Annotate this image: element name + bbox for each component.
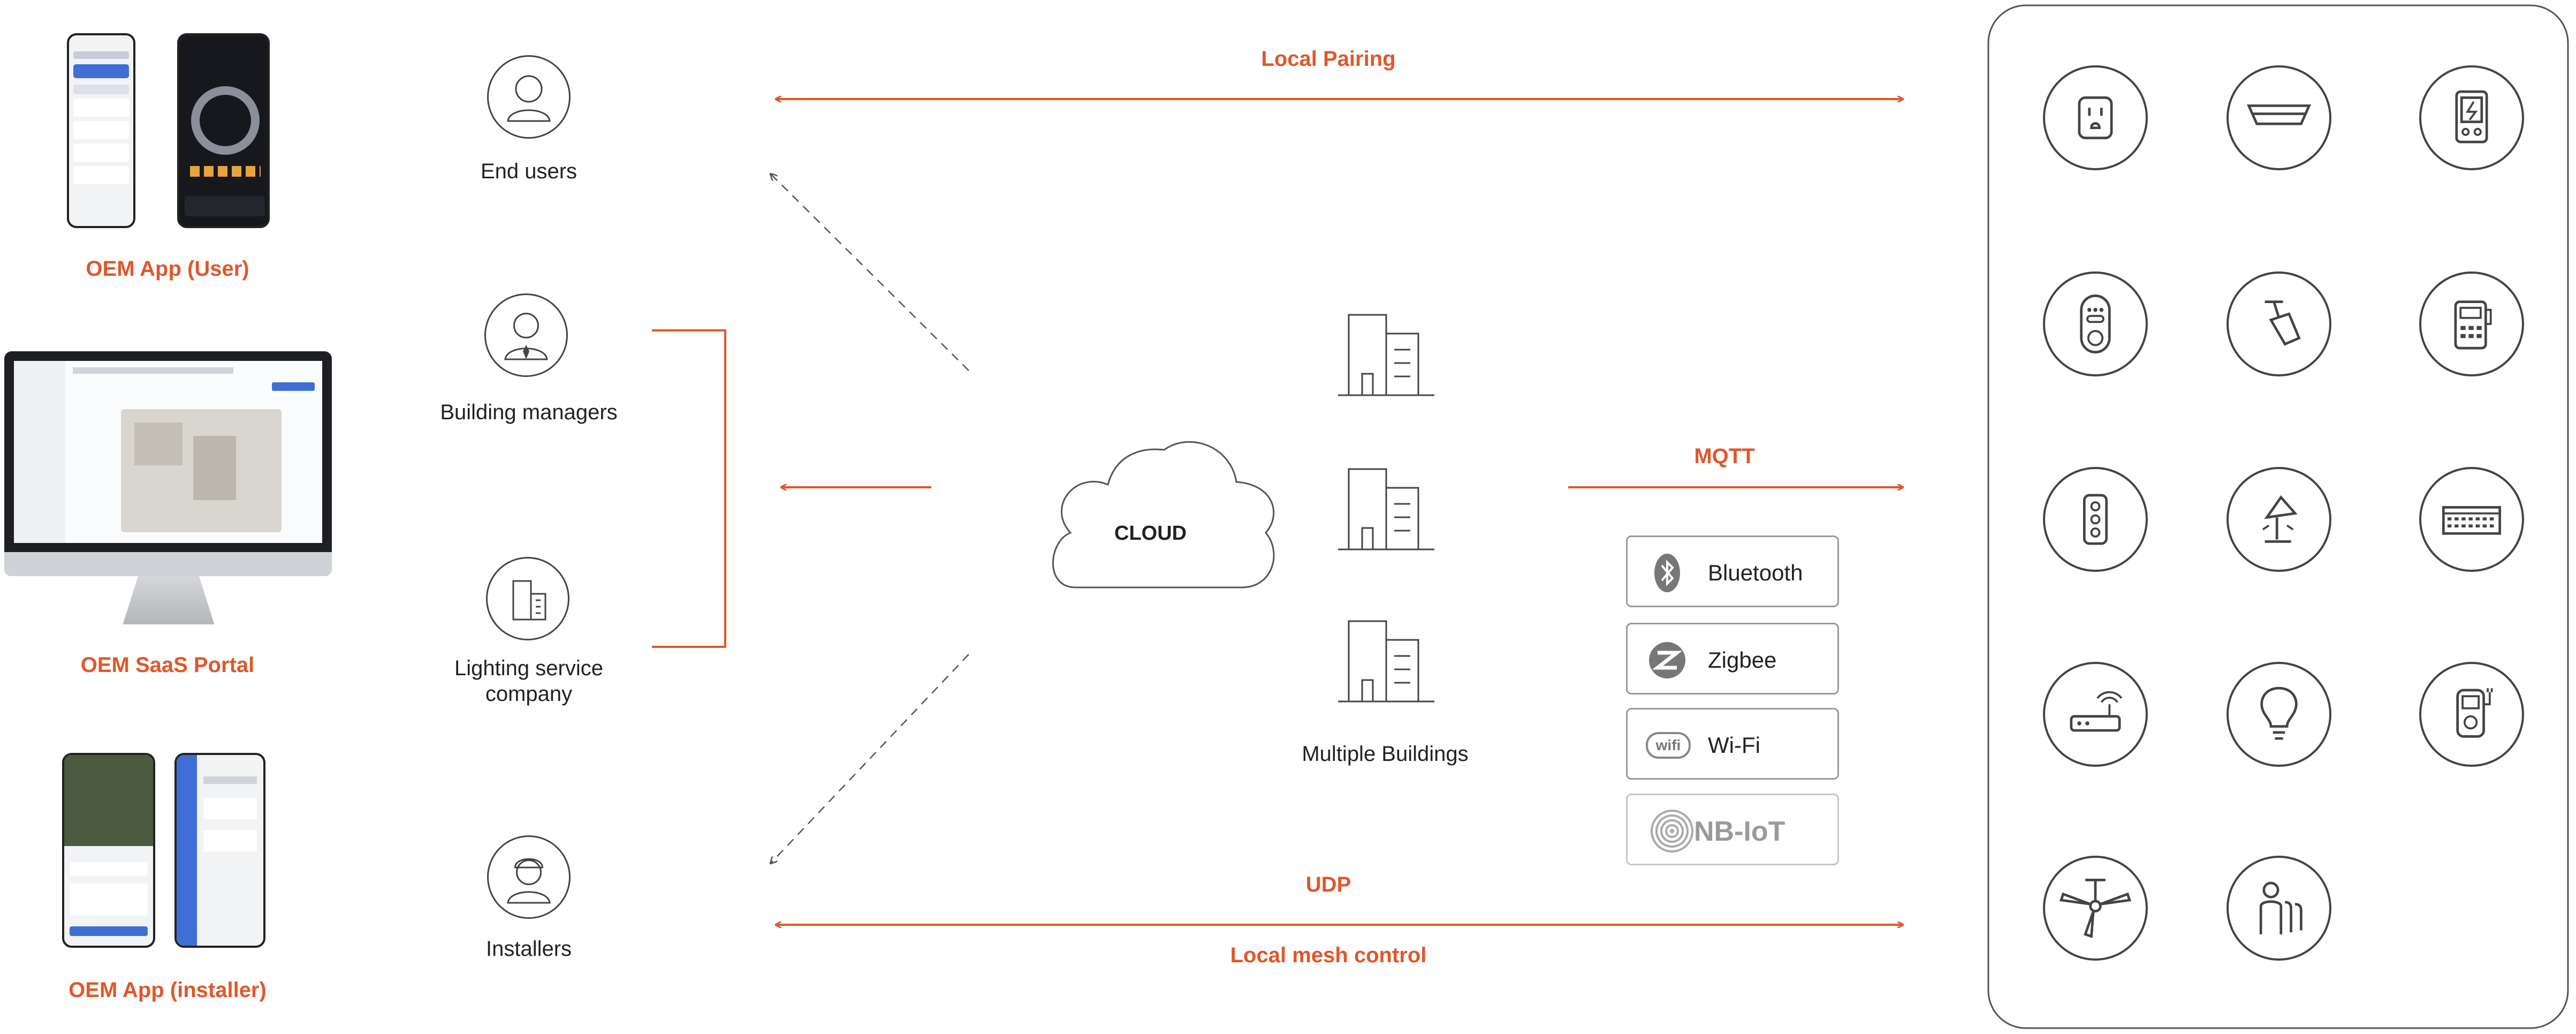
nbiot-logo: [1648, 807, 1696, 855]
local-mesh-label: Local mesh control: [1230, 944, 1427, 967]
meter-icon: [2419, 271, 2524, 376]
panel-icon: [2419, 467, 2524, 572]
user-icon: [487, 55, 571, 139]
udp-label: UDP: [1305, 873, 1351, 896]
remote-icon: [2043, 271, 2148, 376]
wifi-label: Wi-Fi: [1708, 733, 1760, 758]
installers-label: Installers: [485, 937, 572, 961]
user-app-phone-light: [67, 33, 135, 228]
nbiot-box: NB-IoT: [1626, 794, 1839, 865]
building-icon: [1338, 314, 1434, 396]
building-icon: [1338, 620, 1434, 703]
building-company-icon: [486, 557, 569, 640]
ceiling-light-icon: [2227, 65, 2331, 170]
saas-portal-label: OEM SaaS Portal: [80, 653, 255, 677]
zigbee-box: Zigbee: [1626, 623, 1839, 695]
manager-icon: [484, 293, 568, 377]
cloud-label: CLOUD: [1114, 522, 1187, 545]
people-icon: [2227, 856, 2331, 961]
installer-app-phone-map: [62, 753, 155, 948]
ev-charger-icon: [2419, 662, 2524, 767]
installer-icon: [487, 835, 571, 919]
dashed-arrow-up: [771, 174, 969, 371]
zigbee-icon: [1649, 642, 1685, 678]
bulb-icon: [2227, 662, 2331, 767]
desk-lamp-icon: [2227, 467, 2331, 572]
outlet-icon: [2043, 65, 2148, 170]
bluetooth-label: Bluetooth: [1708, 560, 1803, 585]
zigbee-label: Zigbee: [1708, 647, 1777, 673]
ceiling-fan-icon: [2043, 856, 2148, 961]
mqtt-label: MQTT: [1694, 444, 1755, 468]
wifi-icon: wifi: [1646, 732, 1691, 759]
charger-panel-icon: [2419, 65, 2524, 170]
building-managers-label: Building managers: [440, 401, 618, 424]
bluetooth-box: Bluetooth: [1626, 535, 1839, 607]
lighting-service-label: Lighting service company: [454, 656, 603, 706]
saas-portal-monitor: [4, 351, 332, 576]
saas-portal-stand: [123, 576, 215, 624]
installer-app-phone-form: [174, 753, 265, 948]
end-users-label: End users: [480, 160, 577, 183]
user-app-label: OEM App (User): [86, 257, 249, 281]
router-icon: [2043, 662, 2148, 767]
traffic-light-icon: [2043, 467, 2148, 572]
nbiot-label: NB-IoT: [1694, 816, 1785, 847]
wifi-box: wifi Wi-Fi: [1626, 708, 1839, 780]
bluetooth-icon: [1654, 554, 1680, 592]
user-app-phone-dark: [177, 33, 270, 228]
dashed-arrow-down: [771, 654, 969, 863]
installer-app-label: OEM App (installer): [69, 978, 267, 1002]
building-icon: [1338, 468, 1434, 550]
device-panel: [1987, 4, 2569, 1029]
local-pairing-label: Local Pairing: [1261, 47, 1396, 71]
pendant-lamp-icon: [2227, 271, 2331, 376]
roles-bracket: [652, 329, 726, 648]
buildings-label: Multiple Buildings: [1302, 742, 1469, 766]
cloud-shape: [1052, 441, 1275, 588]
